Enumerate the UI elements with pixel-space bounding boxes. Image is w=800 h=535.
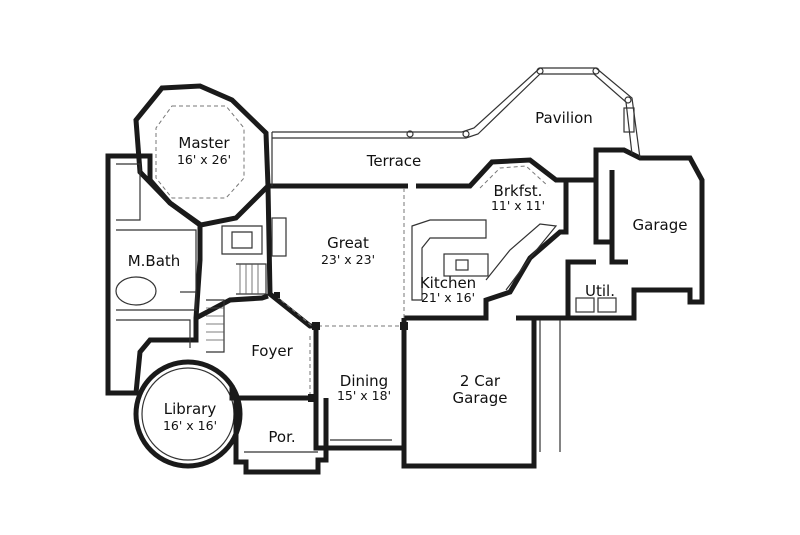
room-master-name: Master xyxy=(178,134,230,152)
room-great-name: Great xyxy=(327,234,369,252)
columns xyxy=(274,292,408,402)
room-kitchen-size: 21' x 16' xyxy=(421,290,475,305)
room-2car-name: 2 Car xyxy=(460,372,501,390)
room-great-size: 23' x 23' xyxy=(321,252,375,267)
interior-partitions xyxy=(115,105,617,453)
room-dining-name: Dining xyxy=(340,372,388,390)
room-porch-name: Por. xyxy=(268,428,295,446)
staircase xyxy=(206,263,267,353)
room-2car-size: Garage xyxy=(453,389,508,407)
room-library-name: Library xyxy=(164,400,217,418)
room-master-size: 16' x 26' xyxy=(177,152,231,167)
room-terrace-name: Terrace xyxy=(366,152,422,170)
fireplace xyxy=(271,217,287,257)
room-kitchen-name: Kitchen xyxy=(420,274,476,292)
terrace-outline xyxy=(271,67,641,186)
room-util-name: Util. xyxy=(585,282,615,300)
room-mbath-name: M.Bath xyxy=(128,252,181,270)
room-dining-size: 15' x 18' xyxy=(337,388,391,403)
room-pavilion-name: Pavilion xyxy=(535,109,593,127)
room-labels: Master 16' x 26' Terrace Pavilion Brkfst… xyxy=(128,109,688,446)
room-foyer-name: Foyer xyxy=(251,342,293,360)
room-brkfst-name: Brkfst. xyxy=(494,182,543,200)
room-garage-name: Garage xyxy=(633,216,688,234)
room-brkfst-size: 11' x 11' xyxy=(491,198,545,213)
room-library-size: 16' x 16' xyxy=(163,418,217,433)
